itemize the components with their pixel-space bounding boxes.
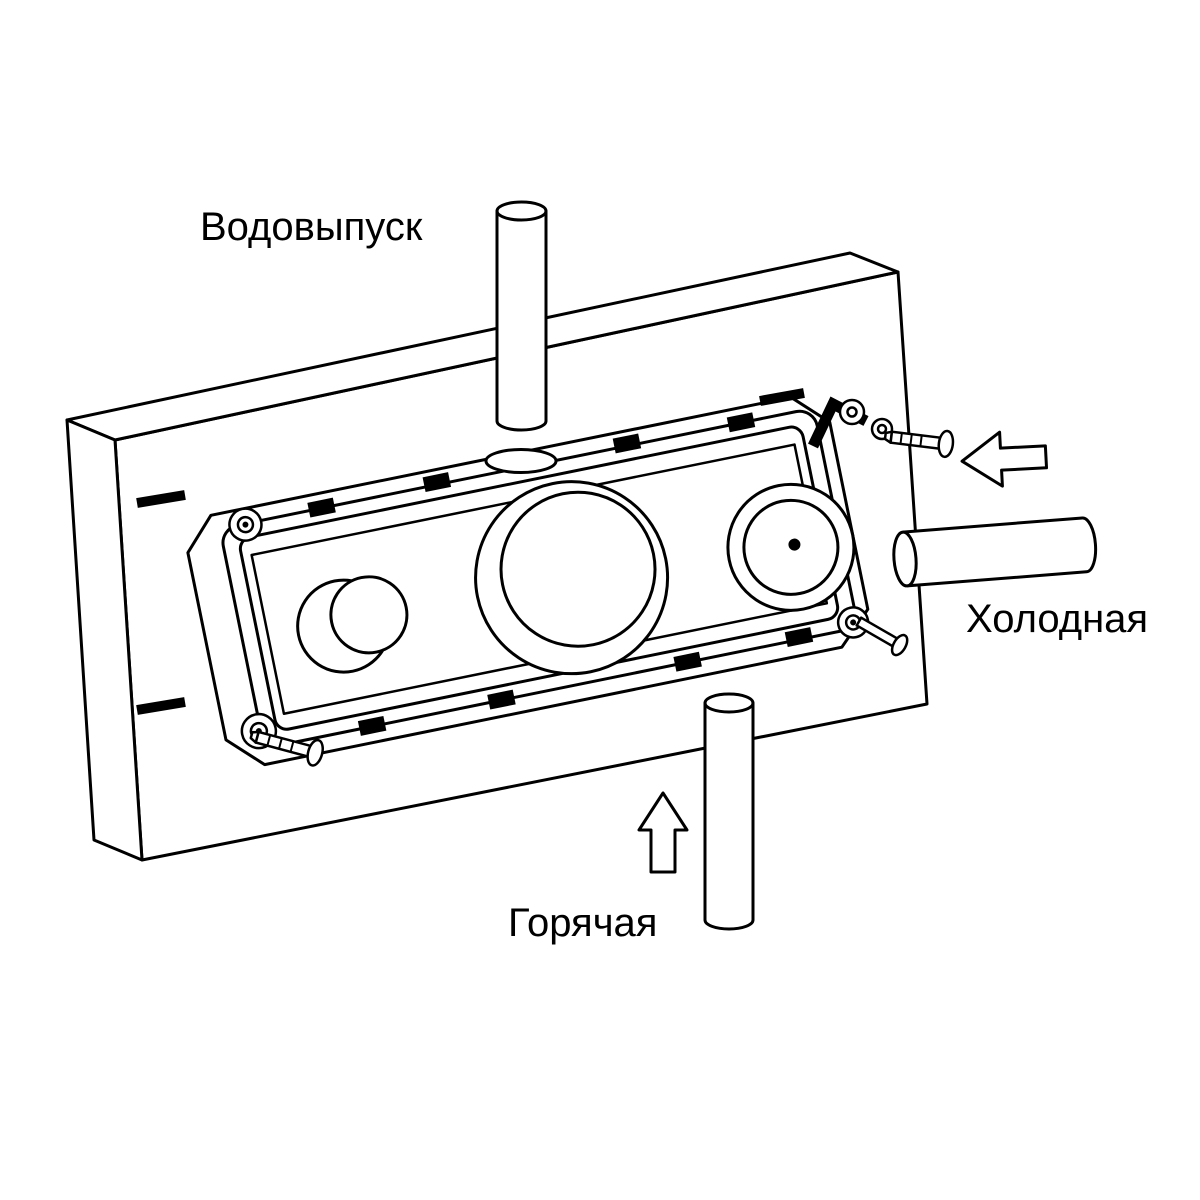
cold-pipe-body [902, 516, 1098, 588]
hot-pipe-body [703, 703, 755, 931]
fixing-screw-bottom-right [855, 616, 909, 657]
left-knob-face [329, 575, 409, 655]
clip [673, 651, 702, 672]
up-arrow-icon [637, 791, 689, 874]
clip [726, 412, 756, 433]
outlet-port-hole [484, 448, 558, 474]
fixing-screw-right [883, 429, 955, 459]
hot-pipe-end [703, 692, 755, 714]
hatch-mark-top-right [759, 388, 805, 406]
screw-thread [289, 740, 295, 753]
valve-assembly [186, 395, 870, 767]
clip [422, 472, 452, 493]
screw-thread [909, 434, 913, 446]
screw-head [937, 429, 955, 459]
center-control [474, 480, 670, 676]
retaining-clips [307, 412, 814, 736]
washer-hole [876, 423, 888, 435]
fixing-screw-bottom-left [249, 730, 324, 767]
outlet-pipe-body [495, 211, 548, 432]
washer-hole [846, 406, 858, 418]
screw-head [890, 633, 909, 657]
clip [612, 433, 642, 454]
cold-pipe [892, 516, 1098, 588]
outlet-pipe [495, 200, 548, 432]
clip [307, 497, 336, 518]
outlet-pipe-end [495, 200, 548, 222]
top-right-hardware [808, 396, 955, 459]
wall-plate-left-face [65, 418, 144, 862]
hot-pipe [703, 692, 755, 931]
recess-outline [186, 395, 870, 767]
direction-arrows [637, 430, 1049, 874]
hatch-mark-left-lower [136, 697, 186, 715]
cold-label: Холодная [966, 597, 1148, 641]
screw-thread [899, 432, 903, 445]
clip [357, 715, 387, 736]
clip [784, 627, 814, 647]
clip [487, 689, 516, 710]
screw-thread [266, 734, 272, 746]
screw-thread [919, 435, 923, 447]
right-control-pin [788, 538, 801, 551]
left-arrow-icon [960, 430, 1049, 488]
hot-label: Горячая [508, 901, 657, 945]
screw-thread [278, 737, 283, 750]
outlet-label: Водовыпуск [200, 205, 423, 249]
hatch-mark-left-upper [136, 490, 186, 508]
right-control [726, 482, 856, 612]
ear-top-left-pin [242, 521, 249, 528]
hatch-marks [136, 388, 805, 715]
left-knob [296, 575, 409, 674]
labels: Водовыпуск Холодная Горячая [200, 205, 1148, 945]
cold-pipe-end [892, 530, 918, 588]
screw-head [306, 738, 324, 767]
ear-bottom-right-pin [850, 619, 857, 626]
center-control-face [499, 490, 657, 648]
